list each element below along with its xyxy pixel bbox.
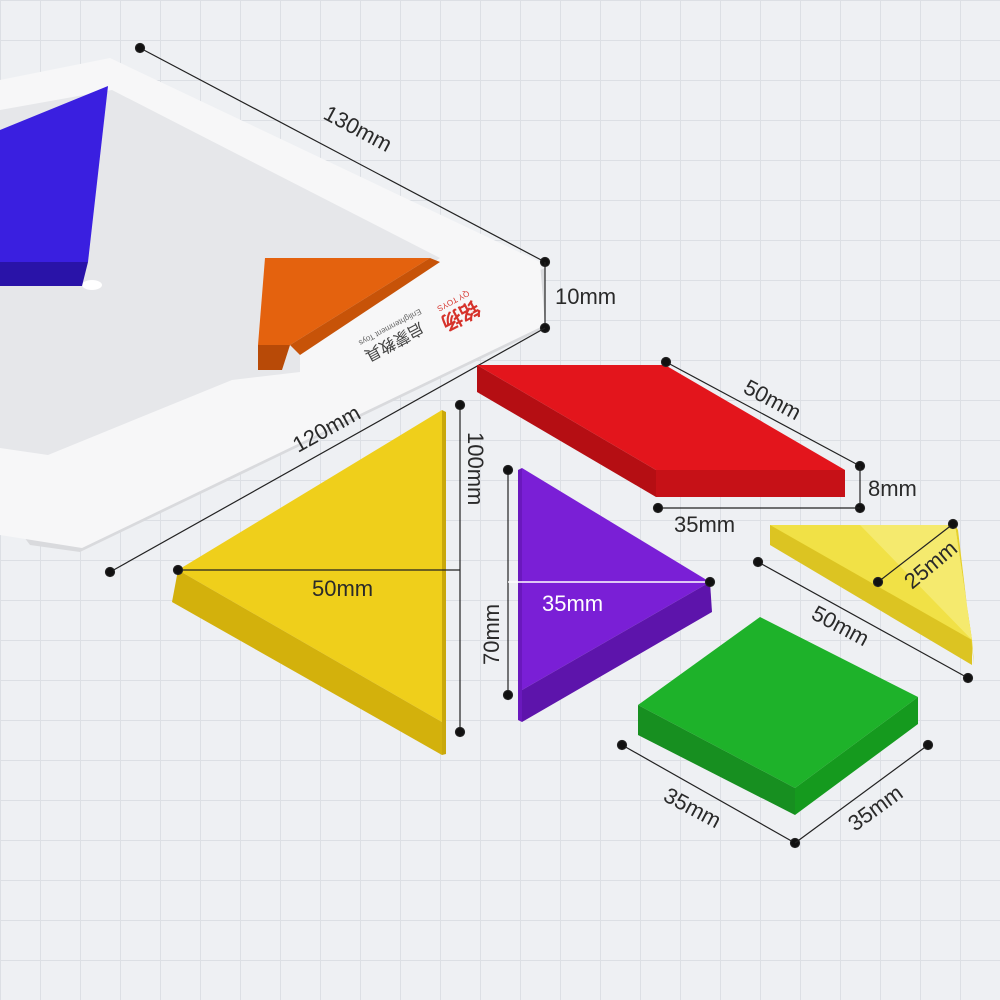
green-square	[638, 617, 918, 815]
big-yellow-triangle	[172, 410, 446, 755]
parallelogram-thickness-label: 8mm	[868, 476, 917, 501]
big-triangle-height-label: 100mm	[463, 432, 488, 505]
tray-dimensions	[104, 42, 551, 578]
red-parallelogram	[477, 365, 845, 497]
small-triangle-dimensions	[752, 518, 974, 684]
tray-recess	[0, 90, 440, 455]
square-side-a-label: 35mm	[660, 782, 726, 833]
purple-triangle-dimensions	[502, 464, 716, 701]
parallelogram-dimensions	[652, 356, 866, 514]
tray-notch	[82, 280, 102, 290]
square-side-b-label: 35mm	[843, 780, 907, 836]
tray-height-label: 10mm	[555, 284, 616, 309]
blue-triangle-piece	[0, 86, 108, 286]
square-dimensions	[616, 739, 934, 849]
purple-triangle-height-label: 70mm	[479, 604, 504, 665]
purple-triangle-base-label: 35mm	[542, 591, 603, 616]
small-yellow-triangle	[770, 525, 974, 665]
parallelogram-short-label: 35mm	[674, 512, 735, 537]
purple-triangle	[518, 468, 712, 722]
big-triangle-base-label: 50mm	[312, 576, 373, 601]
big-triangle-dimensions	[172, 399, 466, 738]
orange-triangle-piece	[258, 258, 440, 370]
